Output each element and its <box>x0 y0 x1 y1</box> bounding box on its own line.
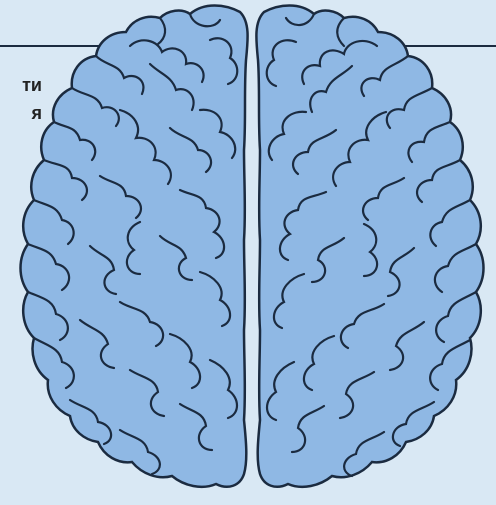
right-hemisphere <box>256 6 483 487</box>
left-hemisphere <box>21 6 248 487</box>
left-callout-label: ти я <box>0 71 42 127</box>
left-hemisphere-outline <box>21 6 248 487</box>
